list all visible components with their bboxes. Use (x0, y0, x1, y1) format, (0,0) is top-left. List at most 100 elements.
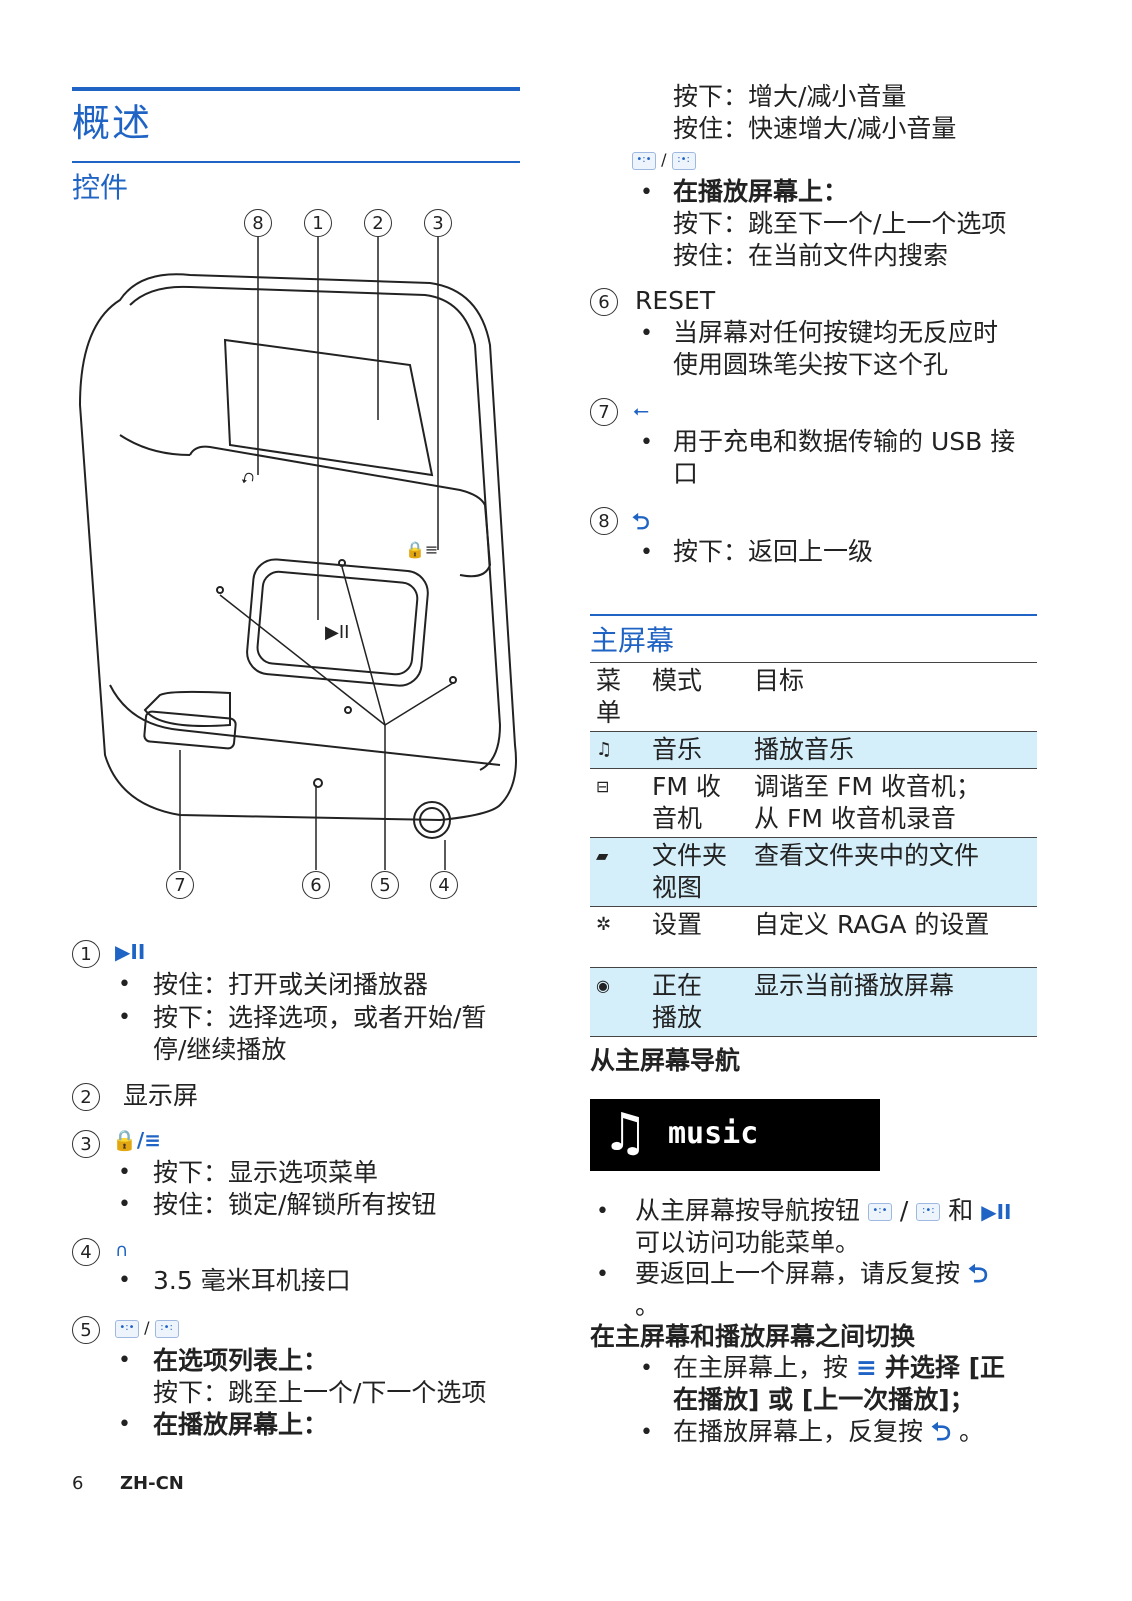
header-menu: 菜单 (596, 666, 622, 727)
page-title: 概述 (72, 101, 153, 145)
item-6-number: 6 (590, 288, 618, 316)
bullet: • (118, 1192, 131, 1217)
bullet: • (640, 1420, 653, 1445)
nav-hint-2-end: 。 (635, 1291, 661, 1320)
settings-icon: ✲ (596, 914, 612, 935)
svg-text:⮌: ⮌ (237, 470, 258, 486)
svg-text:🔒≡: 🔒≡ (405, 540, 438, 559)
callout-5: 5 (371, 871, 399, 899)
row-mode: FM 收音机 (652, 772, 721, 833)
section-title-controls: 控件 (72, 171, 129, 204)
bullet: • (596, 1262, 609, 1287)
headphone-icon: ∩ (115, 1240, 129, 1261)
nav-hint-1-cont: 可以访问功能菜单。 (635, 1228, 861, 1257)
item-2-label: 显示屏 (123, 1081, 199, 1110)
row-target: 调谐至 FM 收音机；从 FM 收音机录音 (754, 772, 981, 833)
music-note-icon: ♫ (602, 1103, 649, 1163)
device-diagram: ▶II ⮌ 🔒≡ (78, 237, 517, 870)
switch-hint-1-cont: 在播放] 或 [上一次播放]； (673, 1385, 975, 1414)
item-1-press: 按下：选择选项，或者开始/暂 (153, 1003, 487, 1032)
reset-desc-cont: 使用圆珠笔尖按下这个孔 (673, 350, 949, 379)
volume-press: 按下：增大/减小音量 (673, 82, 907, 111)
item-3-press: 按下：显示选项菜单 (153, 1158, 379, 1187)
item-5-list: 在选项列表上： (153, 1346, 329, 1375)
switch-hint-1-select: 并选择 [正 (884, 1353, 1006, 1382)
home-menu-table: 菜单 模式 目标 ♫ 音乐 播放音乐 ⊟ FM 收音机 调谐至 FM 收音机；从… (590, 662, 1037, 1037)
item-7-number: 7 (590, 398, 618, 426)
nowplaying-icon: ◉ (596, 976, 610, 995)
bullet: • (596, 1199, 609, 1224)
switch-hint-1-text: 在主屏幕上，按 (673, 1353, 849, 1382)
usb-icon: ⭠ (633, 398, 649, 422)
callout-1: 1 (304, 209, 332, 237)
item-3-number: 3 (72, 1130, 100, 1158)
svg-text:▶II: ▶II (325, 622, 349, 643)
bullet: • (640, 540, 653, 565)
row-mode: 正在播放 (652, 971, 703, 1032)
nav-up-icon: •:• (867, 1203, 892, 1221)
switch-hint-2-text: 在播放屏幕上，反复按 (673, 1417, 924, 1446)
bullet: • (640, 430, 653, 455)
row-target: 查看文件夹中的文件 (754, 841, 980, 870)
back-icon: ⮌ (632, 510, 650, 535)
callout-6: 6 (302, 871, 330, 899)
nav-left-right-icon: •:• / :•: (632, 150, 696, 170)
item-1-number: 1 (72, 940, 100, 968)
play-pause-icon: ▶II (981, 1200, 1012, 1224)
header-mode: 模式 (652, 666, 703, 695)
row-target: 播放音乐 (754, 735, 855, 764)
nav-hint-1-and: 和 (948, 1196, 974, 1225)
back-icon: ⮌ (967, 1259, 988, 1288)
bullet: • (640, 321, 653, 346)
table-row: ♫ 音乐 播放音乐 (590, 731, 1037, 769)
volume-hold: 按住：快速增大/减小音量 (673, 114, 957, 143)
table-row: ✲ 设置 自定义 RAGA 的设置 (590, 906, 1037, 968)
item-1-press-cont: 停/继续播放 (153, 1035, 287, 1064)
bullet: • (118, 1412, 131, 1437)
table-row: ◉ 正在播放 显示当前播放屏幕 (590, 967, 1037, 1037)
back-icon: ⮌ (930, 1417, 951, 1446)
skip-press: 按下：跳至下一个/上一个选项 (673, 209, 1007, 238)
bullet: • (640, 1356, 653, 1381)
switch-hint-1: 在主屏幕上，按 ≡ 并选择 [正 (673, 1351, 1005, 1384)
item-5-number: 5 (72, 1316, 100, 1344)
nav-up-down-icon: •:• / :•: (115, 1318, 179, 1338)
reset-desc: 当屏幕对任何按键均无反应时 (673, 318, 999, 347)
table-row: ⊟ FM 收音机 调谐至 FM 收音机；从 FM 收音机录音 (590, 768, 1037, 838)
callout-7: 7 (166, 871, 194, 899)
row-mode: 音乐 (652, 735, 703, 764)
switch-title: 在主屏幕和播放屏幕之间切换 (590, 1322, 916, 1351)
table-header: 菜单 模式 目标 (590, 662, 1037, 732)
callout-4: 4 (430, 871, 458, 899)
usb-desc-cont: 口 (673, 459, 699, 488)
bullet: • (118, 1160, 131, 1185)
callout-2: 2 (364, 209, 392, 237)
bullet: • (640, 180, 653, 205)
nav-hint-2: 要返回上一个屏幕，请反复按 ⮌ (635, 1257, 988, 1290)
nav-hint-1: 从主屏幕按导航按钮 •:• / :•: 和 ▶II (635, 1196, 1012, 1225)
home-title: 主屏幕 (590, 624, 675, 657)
nav-down-icon: :•: (916, 1203, 941, 1221)
music-icon: ♫ (596, 739, 613, 760)
nav-hint-2-text: 要返回上一个屏幕，请反复按 (635, 1259, 961, 1288)
row-mode: 设置 (652, 910, 703, 939)
item-5-list-press: 按下：跳至上一个/下一个选项 (153, 1378, 487, 1407)
switch-hint-2-end: 。 (958, 1417, 984, 1446)
music-screen-banner: ♫ music (590, 1099, 880, 1171)
radio-icon: ⊟ (596, 777, 610, 796)
play-pause-icon: ▶II (115, 940, 146, 964)
section-rule (72, 161, 520, 163)
folder-icon: ▰ (596, 846, 609, 865)
bullet: • (118, 1005, 131, 1030)
item-2-number: 2 (72, 1083, 100, 1111)
bullet: • (118, 1348, 131, 1373)
item-4-number: 4 (72, 1238, 100, 1266)
back-desc: 按下：返回上一级 (673, 537, 874, 566)
item-3-hold: 按住：锁定/解锁所有按钮 (153, 1190, 437, 1219)
row-target: 自定义 RAGA 的设置 (754, 910, 990, 939)
item-5-play: 在播放屏幕上： (153, 1410, 329, 1439)
footer-language: ZH-CN (120, 1473, 184, 1494)
menu-icon: ≡ (855, 1353, 877, 1382)
callout-3: 3 (424, 209, 452, 237)
row-mode: 文件夹视图 (652, 841, 728, 902)
